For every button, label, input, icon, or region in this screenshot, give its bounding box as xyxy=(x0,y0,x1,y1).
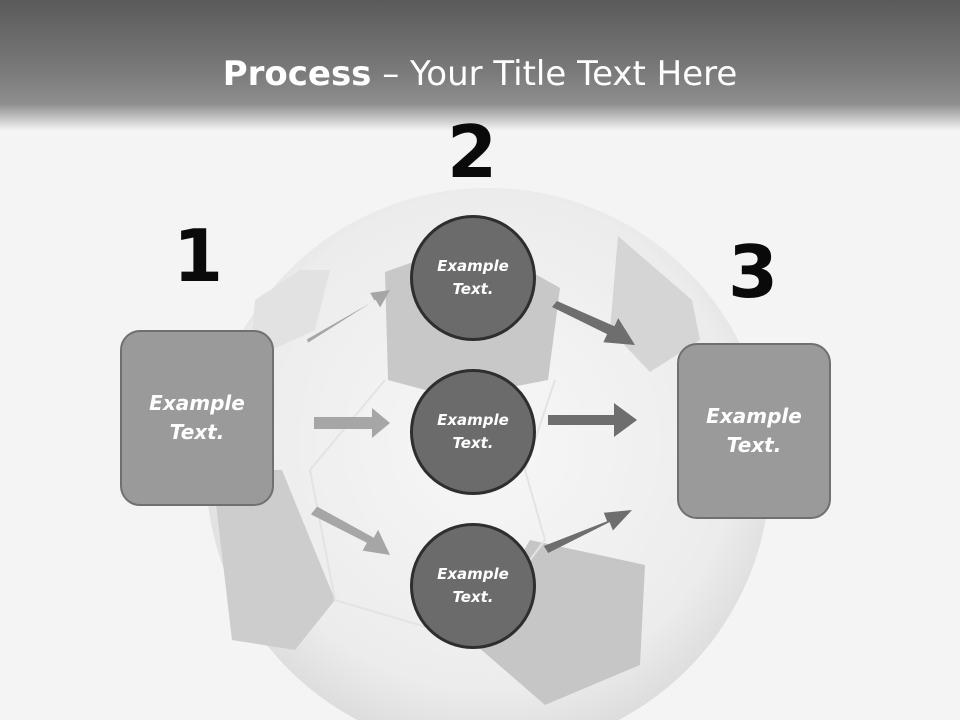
arrow-1-to-middle xyxy=(314,408,390,438)
step-number-1: 1 xyxy=(172,214,224,298)
step-1-text: Example Text. xyxy=(149,391,245,444)
step-number-2: 2 xyxy=(446,110,498,194)
arrow-1-to-bottom xyxy=(310,506,390,555)
circle-top-text: Example Text. xyxy=(437,257,509,298)
arrow-1-to-top xyxy=(306,290,390,343)
header-band xyxy=(0,0,960,130)
arrow-top-to-3 xyxy=(552,301,635,345)
step-3-box[interactable]: Example Text. xyxy=(677,343,831,519)
step-2-circle-bottom[interactable]: Example Text. xyxy=(410,523,536,649)
page-title: Process – Your Title Text Here xyxy=(0,52,960,96)
step-2-circle-middle[interactable]: Example Text. xyxy=(410,369,536,495)
step-3-text: Example Text. xyxy=(706,404,802,457)
title-rest: – Your Title Text Here xyxy=(371,54,738,94)
step-1-box[interactable]: Example Text. xyxy=(120,330,274,506)
circle-bottom-text: Example Text. xyxy=(437,565,509,606)
circle-middle-text: Example Text. xyxy=(437,411,509,452)
arrow-middle-to-3 xyxy=(548,403,637,437)
title-bold: Process xyxy=(222,54,372,94)
arrow-bottom-to-3 xyxy=(543,510,632,553)
step-number-3: 3 xyxy=(727,230,779,314)
step-2-circle-top[interactable]: Example Text. xyxy=(410,215,536,341)
